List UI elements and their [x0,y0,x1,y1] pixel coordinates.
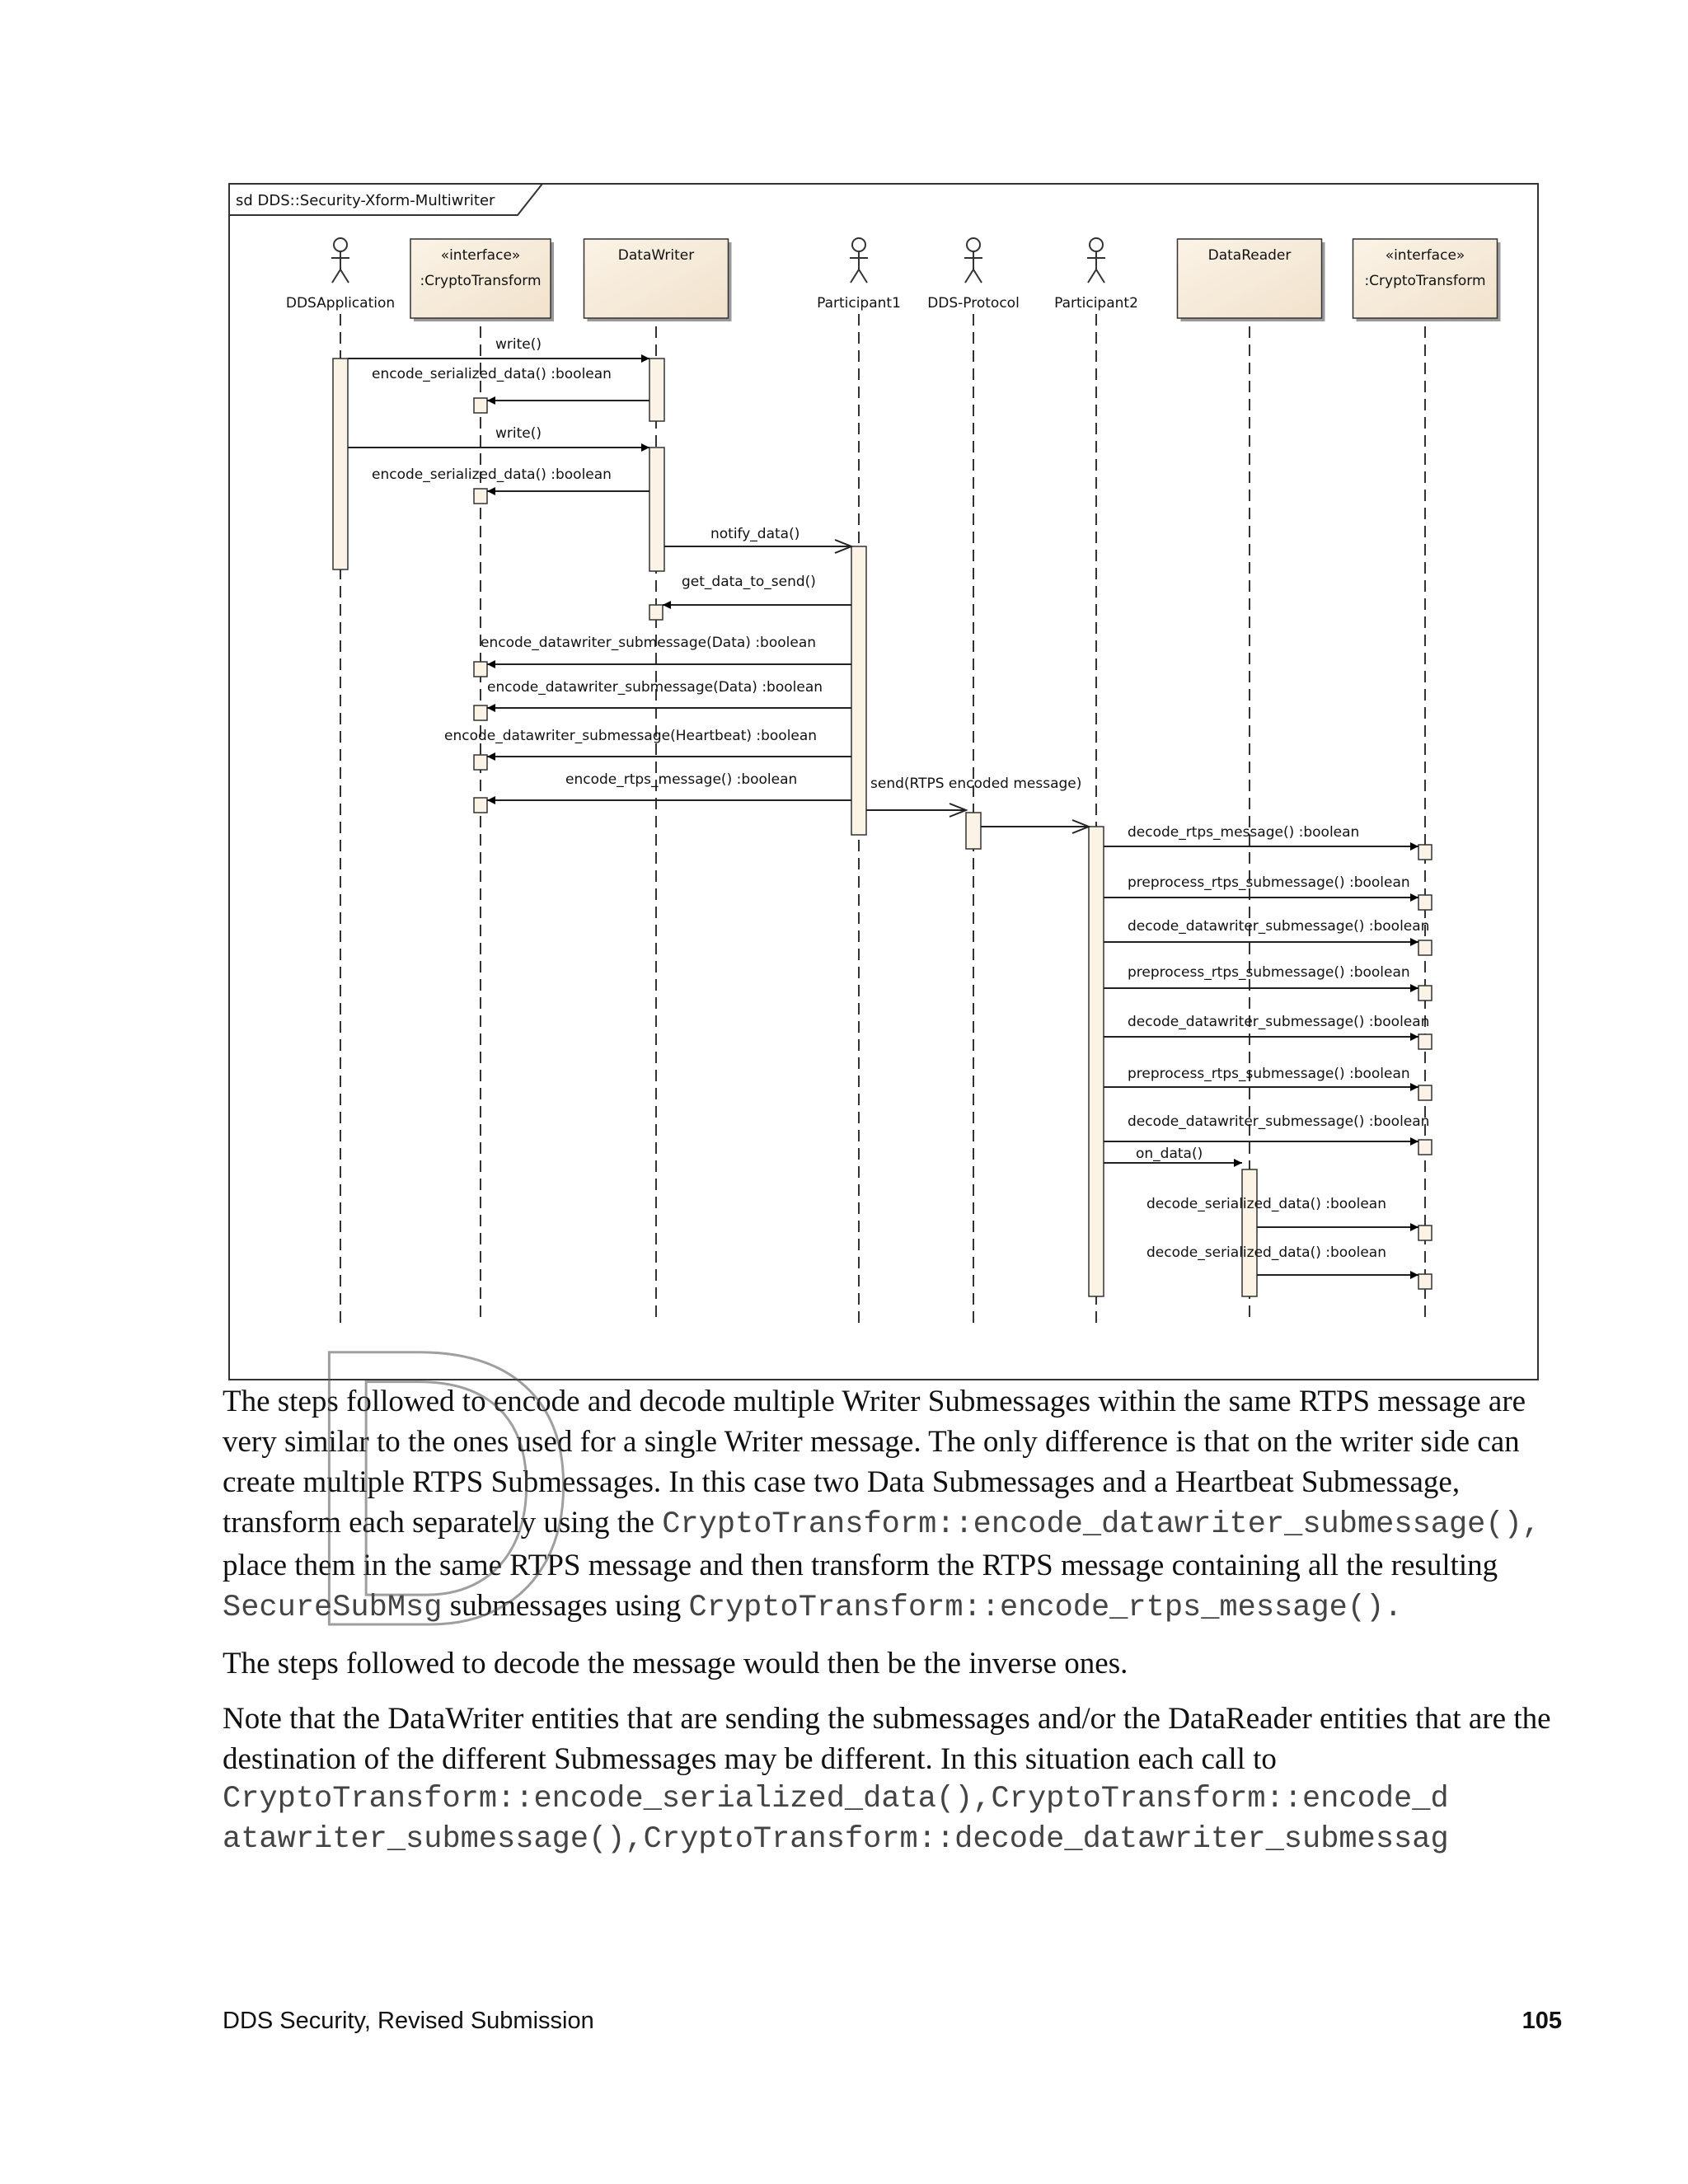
p1-code-encode-datawriter: CryptoTransform::encode_datawriter_subme… [662,1507,1540,1542]
return-box [473,754,488,771]
message-label: decode_rtps_message() :boolean [1128,824,1359,841]
body-text: The steps followed to encode and decode … [223,1381,1558,1875]
p1-code-securesubmsg: SecureSubMsg [223,1591,443,1625]
lifeline-label-crypto1: :CryptoTransform [420,273,541,289]
diagram-frame [228,183,1539,1380]
message-label: preprocess_rtps_submessage() :boolean [1128,874,1410,891]
lifeline-label-dr: DataReader [1208,247,1292,264]
sequence-diagram-svg: sd DDS::Security-Xform-MultiwriterDDSApp… [228,183,1539,1380]
paragraph-1: The steps followed to encode and decode … [223,1381,1558,1629]
message-label: decode_serialized_data() :boolean [1146,1244,1386,1261]
return-box [473,705,488,721]
lifeline-stereotype: «interface» [441,247,521,264]
message-label: write() [495,336,542,353]
message-label: get_data_to_send() [682,574,816,590]
message-label: decode_datawriter_submessage() :boolean [1128,1113,1429,1130]
activation-bar [649,358,665,422]
p1-code-encode-rtps: CryptoTransform::encode_rtps_message(). [688,1591,1403,1625]
return-box [1418,1085,1432,1101]
return-box [1418,940,1432,956]
actor-figure [964,251,982,284]
return-box [1418,1033,1432,1050]
paragraph-3: Note that the DataWriter entities that a… [223,1699,1558,1860]
message-label: encode_rtps_message() :boolean [565,771,797,788]
return-box [649,604,663,621]
footer-title: DDS Security, Revised Submission [223,2008,594,2034]
actor-icon [966,237,981,252]
frame-label: sd DDS::Security-Xform-Multiwriter [236,192,495,209]
return-box [1418,985,1432,1001]
open-arrowhead [949,803,968,818]
return-box [473,797,488,813]
message-label: write() [495,425,542,442]
p1-text-2: place them in the same RTPS message and … [223,1549,1498,1582]
activation-bar [649,447,665,572]
message-label: send(RTPS encoded message) [870,776,1081,792]
return-box [1418,844,1432,860]
message-label: preprocess_rtps_submessage() :boolean [1128,964,1410,981]
message-label: encode_serialized_data() :boolean [372,466,612,483]
p3-code-line-2: atawriter_submessage(),CryptoTransform::… [223,1822,1449,1857]
lifeline-label-proto: DDS-Protocol [927,295,1020,312]
lifeline-label-crypto2: :CryptoTransform [1364,273,1485,289]
open-arrowhead [834,539,854,554]
actor-figure [1087,251,1105,284]
p3-text-1: Note that the DataWriter entities that a… [223,1702,1551,1776]
open-arrowhead [1071,819,1091,834]
return-box [1418,894,1432,911]
return-box [1418,1273,1432,1290]
message-label: encode_datawriter_submessage(Data) :bool… [487,679,823,696]
activation-bar [332,358,349,570]
lifeline-label-dw: DataWriter [618,247,694,264]
activation-bar [851,546,867,836]
return-box [473,397,488,414]
actor-icon [851,237,866,252]
actor-figure [331,251,349,284]
lifeline-label-p1: Participant1 [817,295,901,312]
frame-label-tab [229,183,543,216]
lifeline-box-crypto1 [410,238,551,319]
lifeline-box-crypto2 [1352,238,1498,319]
activation-bar [965,812,982,850]
lifeline-label-p2: Participant2 [1054,295,1138,312]
return-box [473,661,488,677]
page-number: 105 [1522,2008,1562,2034]
message-label: on_data() [1136,1146,1203,1162]
message-label: encode_datawriter_submessage(Heartbeat) … [444,728,817,744]
p1-text-1: The steps followed to encode and decode … [223,1385,1526,1540]
message-label: encode_serialized_data() :boolean [372,366,612,382]
message-label: preprocess_rtps_submessage() :boolean [1128,1066,1410,1082]
lifeline-box-dw [583,238,729,319]
activation-bar [1241,1169,1258,1297]
return-box [473,488,488,504]
message-label: decode_datawriter_submessage() :boolean [1128,1014,1429,1030]
return-box [1418,1225,1432,1241]
return-box [1418,1139,1432,1155]
actor-icon [333,237,348,252]
actor-figure [850,251,868,284]
message-label: notify_data() [710,526,799,542]
p3-code-line-1: CryptoTransform::encode_serialized_data(… [223,1782,1449,1816]
message-label: decode_serialized_data() :boolean [1146,1196,1386,1212]
actor-icon [1089,237,1104,252]
activation-bar [1088,826,1104,1297]
lifeline-stereotype: «interface» [1386,247,1465,264]
lifeline-label-app: DDSApplication [286,295,395,312]
message-label: encode_datawriter_submessage(Data) :bool… [481,635,816,651]
paragraph-2: The steps followed to decode the message… [223,1647,1128,1680]
lifeline-box-dr [1176,238,1323,319]
p1-text-3: submessages using [442,1589,689,1623]
message-label: decode_datawriter_submessage() :boolean [1128,918,1429,935]
